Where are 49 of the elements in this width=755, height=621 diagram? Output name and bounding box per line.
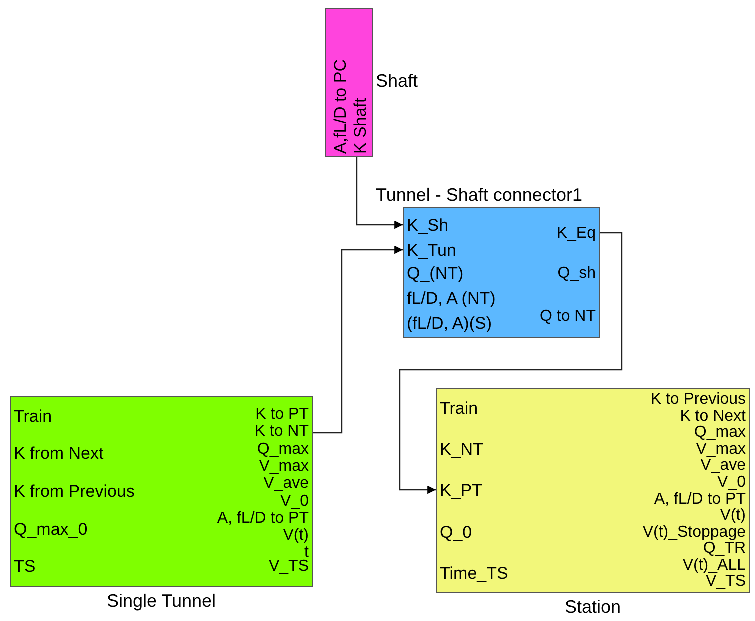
port-label: Q_max_0 xyxy=(14,521,88,539)
port-label: Q_(NT) xyxy=(407,265,464,283)
port-label: K_PT xyxy=(440,482,483,500)
port-label: V(t) xyxy=(720,508,746,524)
signal-line xyxy=(313,246,403,434)
port-label: V_0 xyxy=(280,494,309,510)
port-label: K_NT xyxy=(440,441,484,459)
port-label: A,fL/D to PC xyxy=(332,60,350,154)
port-label: V_TS xyxy=(706,574,746,590)
block-title: Station xyxy=(564,597,622,617)
port-label: K_Sh xyxy=(407,217,449,235)
port-label: V_0 xyxy=(718,475,746,491)
port-label: K to Next xyxy=(680,409,746,425)
port-label: Q_max xyxy=(257,442,309,458)
port-label: V_max xyxy=(259,459,309,475)
port-label: K from Next xyxy=(14,445,104,463)
port-label: V(t)_ALL xyxy=(682,558,746,574)
port-label: t xyxy=(304,545,309,561)
port-label: A, fL/D to PT xyxy=(654,492,746,508)
port-label: V_ave xyxy=(700,458,746,474)
port-label: Train xyxy=(14,408,52,426)
port-label: TS xyxy=(14,558,36,576)
signal-line xyxy=(356,157,403,230)
port-label: K from Previous xyxy=(14,483,135,501)
port-label: K to PT xyxy=(256,407,309,423)
port-label: Q_TR xyxy=(703,541,746,557)
port-label: Train xyxy=(440,400,478,418)
block-title: Shaft xyxy=(376,71,418,91)
port-label: K Shaft xyxy=(352,98,370,154)
port-label: (fL/D, A)(S) xyxy=(407,315,492,333)
port-label: K to NT xyxy=(254,424,309,440)
port-label: fL/D, A (NT) xyxy=(407,290,496,308)
port-label: Q_0 xyxy=(440,524,472,542)
port-label: A, fL/D to PT xyxy=(217,511,309,527)
signal-line xyxy=(399,232,623,494)
port-label: Time_TS xyxy=(440,565,508,583)
block-title: Tunnel - Shaft connector1 xyxy=(376,185,582,205)
port-label: V(t)_Stoppage xyxy=(642,525,746,541)
port-label: K to Previous xyxy=(650,392,746,408)
port-label: K_Eq xyxy=(556,226,596,242)
port-label: Q_max xyxy=(694,425,746,441)
port-label: V_max xyxy=(696,442,746,458)
block-title: Single Tunnel xyxy=(106,591,218,611)
port-label: V_ave xyxy=(264,476,309,492)
port-label: Q to NT xyxy=(540,309,596,325)
port-label: V_TS xyxy=(268,559,309,575)
port-label: Q_sh xyxy=(558,266,596,282)
port-label: V(t) xyxy=(283,528,309,544)
port-label: K_Tun xyxy=(407,242,456,260)
